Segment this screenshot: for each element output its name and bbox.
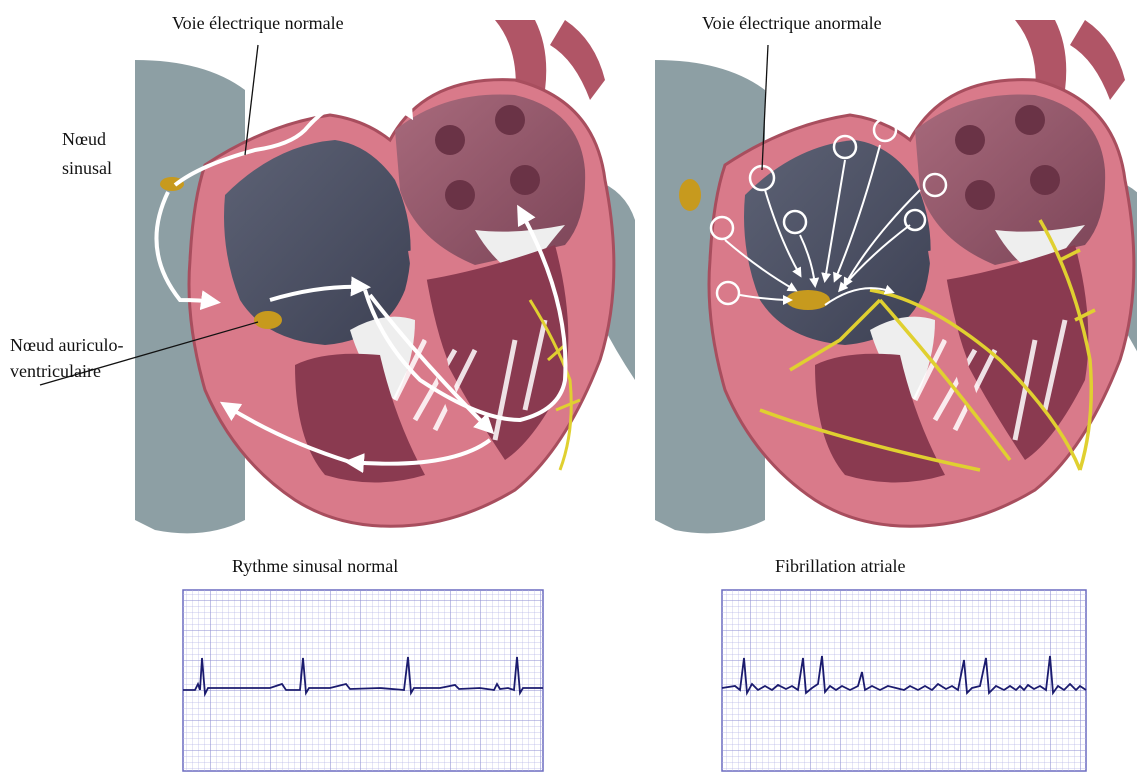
normal-heart-illustration — [40, 20, 635, 533]
af-ecg-strip — [722, 590, 1086, 771]
av-node — [254, 311, 282, 329]
normal-ecg-strip — [183, 590, 543, 771]
av-node-abnormal — [786, 290, 830, 310]
abnormal-heart-illustration — [655, 20, 1137, 533]
sa-node-abnormal — [679, 179, 701, 211]
